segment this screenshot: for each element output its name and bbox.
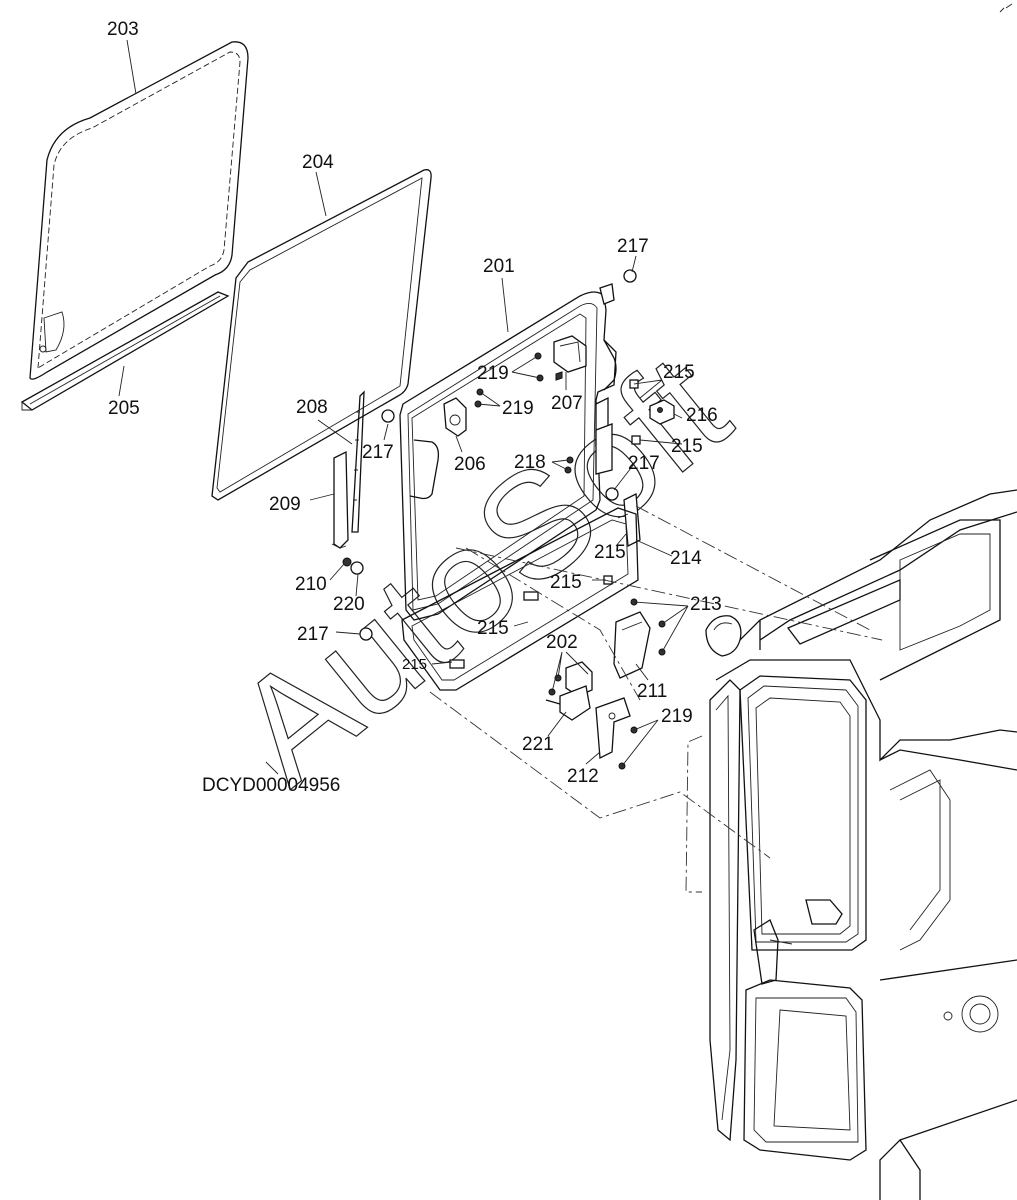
part-labels: 203 204 205 201 217 219 207 219 208 217 … xyxy=(107,19,722,796)
part-211-cover xyxy=(613,611,651,679)
label-215: 215 xyxy=(671,436,703,457)
label-204: 204 xyxy=(302,152,334,173)
part-217-grommets xyxy=(359,269,637,641)
corner-mark xyxy=(999,3,1013,13)
label-215: 215 xyxy=(477,618,509,639)
label-202: 202 xyxy=(546,632,578,653)
label-205: 205 xyxy=(108,398,140,419)
label-217: 217 xyxy=(297,624,329,645)
leader-lines xyxy=(118,39,689,775)
label-216: 216 xyxy=(686,405,718,426)
label-221: 221 xyxy=(522,734,554,755)
label-218: 218 xyxy=(514,452,546,473)
label-213: 213 xyxy=(690,594,722,615)
label-207: 207 xyxy=(551,393,583,414)
label-201: 201 xyxy=(483,256,515,277)
label-214: 214 xyxy=(670,548,702,569)
label-209: 209 xyxy=(269,494,301,515)
label-203: 203 xyxy=(107,19,139,40)
label-211: 211 xyxy=(637,681,667,702)
cab-body xyxy=(705,489,1017,1200)
part-210-nut xyxy=(342,557,352,567)
label-212: 212 xyxy=(567,766,599,787)
part-201-door-frame xyxy=(399,283,617,621)
label-217: 217 xyxy=(617,236,649,257)
part-203-upper-glass xyxy=(29,41,249,380)
label-220: 220 xyxy=(333,594,365,615)
drawing-code: DCYD00004956 xyxy=(202,775,340,796)
label-215: 215 xyxy=(550,572,582,593)
bottom-rail xyxy=(401,507,639,691)
part-220-cap xyxy=(350,561,364,575)
part-206-lock xyxy=(443,397,467,437)
part-205-glass-seal xyxy=(20,291,230,411)
label-210: 210 xyxy=(295,574,327,595)
label-219: 219 xyxy=(477,363,509,384)
label-208: 208 xyxy=(296,397,328,418)
label-206: 206 xyxy=(454,454,486,475)
label-215: 215 xyxy=(663,362,695,383)
part-208-wiper-blade xyxy=(351,390,365,533)
part-209-wiper-arm xyxy=(331,450,349,549)
part-216-catch xyxy=(649,399,675,425)
part-204-lower-glass xyxy=(211,169,432,501)
label-217: 217 xyxy=(362,442,394,463)
label-217: 217 xyxy=(628,453,660,474)
label-219: 219 xyxy=(502,398,534,419)
label-215: 215 xyxy=(402,656,427,673)
part-221-wiper-motor xyxy=(545,661,593,721)
assembly-lines xyxy=(429,505,883,893)
label-219: 219 xyxy=(661,706,693,727)
part-207-latch xyxy=(553,335,587,381)
label-215: 215 xyxy=(594,542,626,563)
part-212-bracket xyxy=(595,697,631,760)
